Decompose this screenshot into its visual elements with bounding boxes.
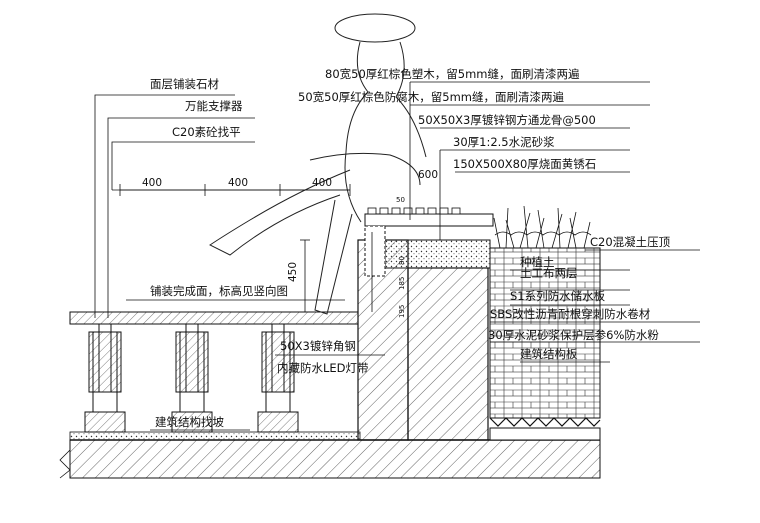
label-planting-soil: 种植土 [520,255,555,269]
label-led-strip: 内藏防水LED灯带 [277,361,369,375]
dim-spacing-1: 400 [142,177,162,189]
bench-seat [364,207,494,277]
label-galv-square-tube: 50X50X3厚镀锌钢方通龙骨@500 [418,113,596,127]
label-wood-anticorrosive: 50宽50厚红棕色防腐木，留5mm缝，面刷清漆两遍 [298,90,564,104]
dim-seat-height: 450 [287,262,299,282]
planting [493,205,592,249]
label-c20-coping: C20混凝土压顶 [590,235,671,249]
label-geotextile: 土工布两层 [520,266,578,280]
dim-seat-depth: 600 [418,169,438,181]
leader-lines-left [94,94,385,431]
label-wood-red: 80宽50厚红棕色塑木，留5mm缝，面刷清漆两遍 [325,67,580,81]
paving-stone-layer [69,311,359,325]
pedestal-supports [84,323,299,433]
dim-small-a: 195 [398,305,406,318]
label-galvanized-angle: 50X3镀锌角钢 [280,339,356,353]
dim-small-b: 185 [398,277,406,290]
label-granite: 150X500X80厚烧面黄锈石 [453,157,596,171]
person-figure [209,13,427,315]
dim-spacing-2: 400 [228,177,248,189]
label-sbs-membrane: SBS改性沥青耐根穿刺防水卷材 [490,307,651,321]
label-slope: 建筑结构找坡 [155,415,224,429]
dim-spacing-3: 400 [312,177,332,189]
label-drain-board: S1系列防水储水板 [510,289,606,303]
dim-small-c: 80 [398,256,406,265]
label-c20-leveling: C20素砼找平 [172,125,241,139]
dimension-lines [119,184,373,313]
dim-slat-width: 50 [396,196,405,204]
label-structure-slab: 建筑结构板 [520,347,578,361]
label-mortar: 30厚1:2.5水泥砂浆 [453,135,555,149]
label-finished-surface: 铺装完成面，标高见竖向图 [150,284,288,298]
label-universal-support: 万能支撑器 [185,99,243,113]
label-protective-mortar: 30厚水泥砂浆保护层参6%防水粉 [488,328,659,342]
label-paving-stone: 面层铺装石材 [150,77,219,91]
leader-lines-right [409,81,700,363]
